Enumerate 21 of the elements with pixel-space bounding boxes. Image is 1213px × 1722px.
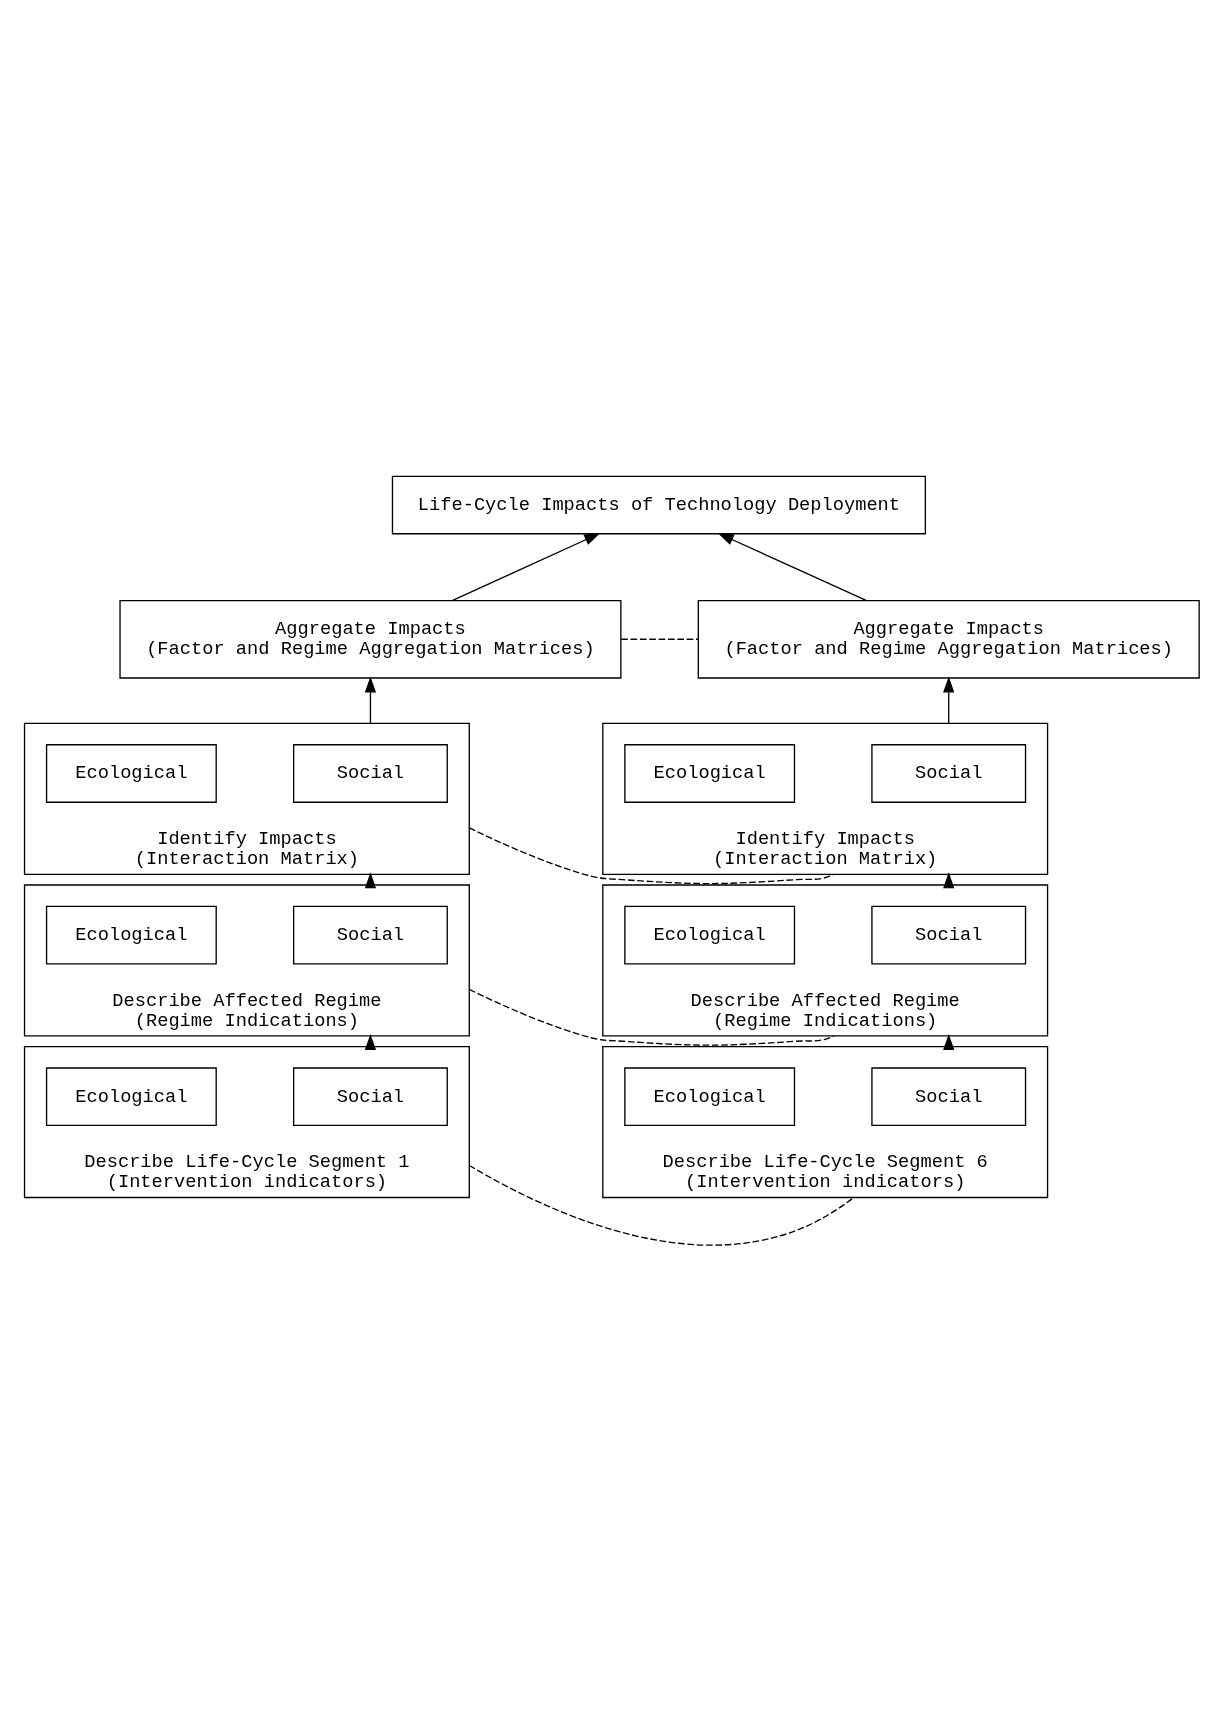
node-box: Social (292, 744, 448, 803)
node-box: Aggregate Impacts (Factor and Regime Aggregation Matrices) (697, 599, 1200, 679)
arrow (364, 676, 377, 725)
arrow (452, 533, 601, 602)
node-box: Social (871, 1067, 1027, 1127)
arrow (943, 676, 955, 725)
node-box: Social (292, 1067, 448, 1127)
node-box: Social (871, 744, 1027, 803)
node-box: Life-Cycle Impacts of Technology Deployment (391, 475, 927, 535)
connector (468, 1164, 855, 1246)
node-box: Ecological (45, 905, 217, 965)
node-box: Social (871, 905, 1027, 965)
arrow (717, 533, 867, 602)
node-box: Aggregate Impacts (Factor and Regime Aggregation Matrices) (119, 599, 622, 679)
node-box: Ecological (624, 1067, 796, 1127)
node-box: Ecological (45, 744, 217, 803)
connector (620, 638, 699, 640)
node-box: Ecological (624, 744, 796, 803)
node-box: Ecological (45, 1067, 217, 1127)
node-box: Ecological (624, 905, 796, 965)
node-box: Social (292, 905, 448, 965)
